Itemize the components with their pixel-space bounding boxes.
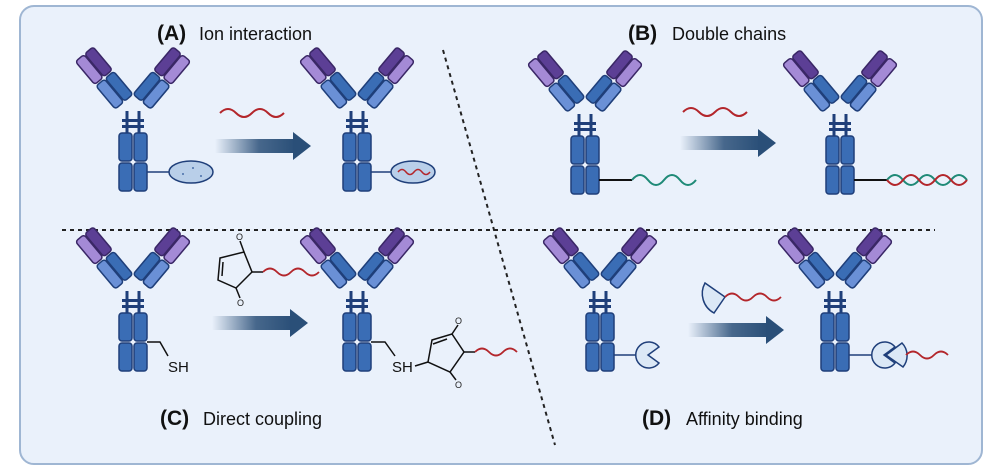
panel-a-letter: (A) bbox=[157, 22, 186, 45]
nucleic-acid-strand-c-after bbox=[474, 347, 518, 357]
panel-c-title: Direct coupling bbox=[203, 409, 322, 429]
nucleic-acid-strand-c bbox=[262, 267, 320, 277]
maleimide-reagent: O O bbox=[217, 232, 320, 308]
dna-strand-green-b-after bbox=[886, 174, 968, 186]
nanoparticle-a-after bbox=[390, 160, 436, 184]
oxygen-label-bottom-after: O bbox=[455, 380, 462, 390]
nucleic-acid-strand-b bbox=[682, 107, 748, 117]
nucleic-acid-strand-a bbox=[219, 108, 285, 118]
panel-a: (A) Ion interaction bbox=[73, 22, 436, 193]
panel-d-letter: (D) bbox=[642, 407, 671, 430]
antibody-b-after bbox=[780, 48, 968, 196]
panel-a-title: Ion interaction bbox=[199, 24, 312, 44]
panel-b-letter: (B) bbox=[628, 22, 657, 45]
panel-background bbox=[19, 5, 983, 465]
receptor-pacman-d-before bbox=[635, 341, 661, 369]
thiol-label-c-before: SH bbox=[168, 359, 189, 376]
receptor-pacman-d-after bbox=[871, 341, 897, 369]
nucleic-acid-strand-d-after bbox=[905, 350, 949, 360]
oxygen-label-top: O bbox=[236, 232, 243, 242]
antibody-a-after bbox=[297, 45, 436, 193]
panel-b-title: Double chains bbox=[672, 24, 786, 44]
panel-c-letter: (C) bbox=[160, 407, 189, 430]
panel-c: (C) Direct coupling SH O O SH bbox=[73, 225, 518, 430]
panel-d-title: Affinity binding bbox=[686, 409, 803, 429]
antibody-d-after bbox=[775, 225, 949, 373]
antibody-c-after: SH O O bbox=[297, 225, 518, 390]
dna-strand-red-b-after bbox=[886, 174, 968, 186]
nucleic-acid-strand-d bbox=[724, 292, 782, 302]
ligand-wedge bbox=[701, 281, 782, 314]
panel-b: (B) Double chains bbox=[525, 22, 968, 196]
panel-d: (D) Affinity binding bbox=[540, 225, 949, 430]
oxygen-label-top-after: O bbox=[455, 316, 462, 326]
thiol-label-c-after: SH bbox=[392, 359, 413, 376]
antibody-a-before bbox=[73, 45, 214, 193]
nanoparticle-a-before bbox=[168, 160, 214, 184]
antibody-d-before bbox=[540, 225, 661, 373]
oxygen-label-bottom: O bbox=[237, 298, 244, 308]
dna-strand-green-b-before bbox=[631, 174, 697, 186]
antibody-c-before: SH bbox=[73, 225, 193, 376]
antibody-b-before bbox=[525, 48, 697, 196]
